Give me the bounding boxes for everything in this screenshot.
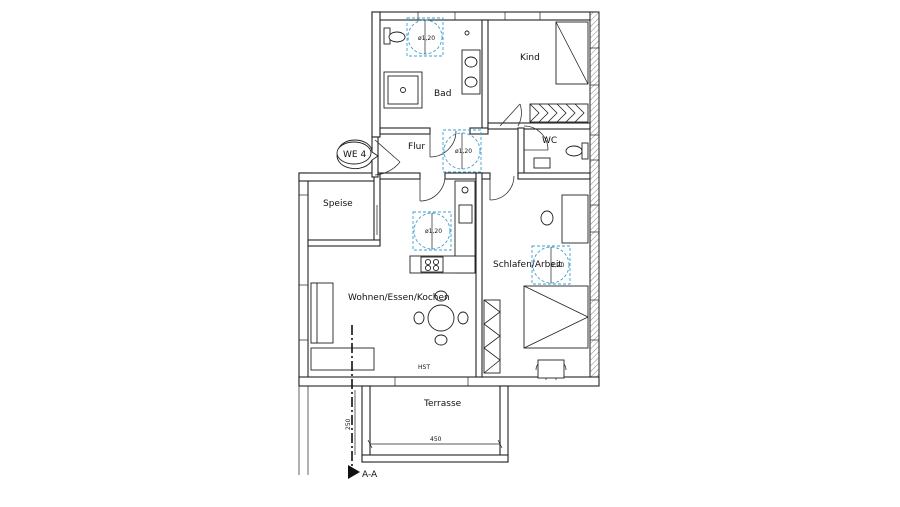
turning-circle-wohnen — [413, 212, 451, 250]
kitchen — [409, 180, 476, 274]
hst-label: HST — [418, 364, 430, 371]
kind-furniture — [529, 21, 589, 123]
room-label-schlafen: Schlafen/Arbeit — [493, 260, 562, 270]
section-label: A-A — [362, 470, 378, 480]
room-label-wohnen: Wohnen/Essen/Kochen — [348, 293, 450, 303]
toilet-bad — [388, 31, 406, 43]
doors — [374, 103, 567, 380]
unit-marker: WE 4 — [336, 139, 379, 170]
room-label-kind: Kind — [520, 53, 540, 63]
wall-speise-top — [298, 172, 378, 182]
turning-circles: ø1,20 ø1,20 ø1,20 1,20 — [406, 17, 571, 285]
turning-label-bad: ø1,20 — [418, 35, 435, 42]
unit-label: WE 4 — [343, 150, 366, 160]
dim-terrace-depth: 250 — [345, 418, 352, 430]
turning-circle-flur — [443, 132, 481, 170]
bedroom-furniture — [483, 194, 589, 379]
double-bed — [523, 285, 589, 349]
wall-left — [298, 172, 309, 386]
room-label-bad: Bad — [434, 89, 451, 99]
wall-wohnen-schlafen — [475, 172, 483, 378]
room-label-terrasse: Terrasse — [423, 399, 462, 409]
desk — [561, 194, 589, 244]
turning-label-flur: ø1,20 — [455, 148, 472, 155]
dim-terrace-width: 450 — [430, 436, 442, 443]
room-label-flur: Flur — [408, 142, 425, 152]
wardrobe-kind — [529, 103, 589, 123]
turning-label-schlafen: 1,20 — [551, 262, 565, 269]
windows — [299, 12, 599, 386]
wc-fixtures — [533, 142, 589, 169]
living-furniture — [310, 282, 469, 371]
bathroom-fixtures — [383, 27, 481, 109]
wall-bad-left — [371, 11, 381, 138]
kitchen-sink — [458, 204, 473, 224]
wall-right — [589, 11, 600, 387]
dining-table — [427, 304, 455, 332]
section-line: A-A — [348, 325, 378, 480]
turning-label-wohnen: ø1,20 — [425, 228, 442, 235]
room-labels: Bad Kind Flur WC Speise Wohnen/Essen/Koc… — [323, 53, 562, 409]
outer-walls — [298, 11, 600, 387]
wall-bottom — [298, 376, 600, 387]
cooktop — [420, 256, 444, 273]
wardrobe-schlafen — [483, 299, 501, 374]
turning-circle-schlafen — [532, 246, 570, 284]
terrace: 450 250 — [298, 385, 509, 475]
wall-bad-kind — [481, 19, 489, 131]
room-label-wc: WC — [542, 136, 557, 146]
wall-top — [371, 11, 599, 21]
section-arrow-icon — [348, 465, 360, 479]
room-label-speise: Speise — [323, 199, 353, 209]
toilet-wc — [565, 145, 583, 157]
